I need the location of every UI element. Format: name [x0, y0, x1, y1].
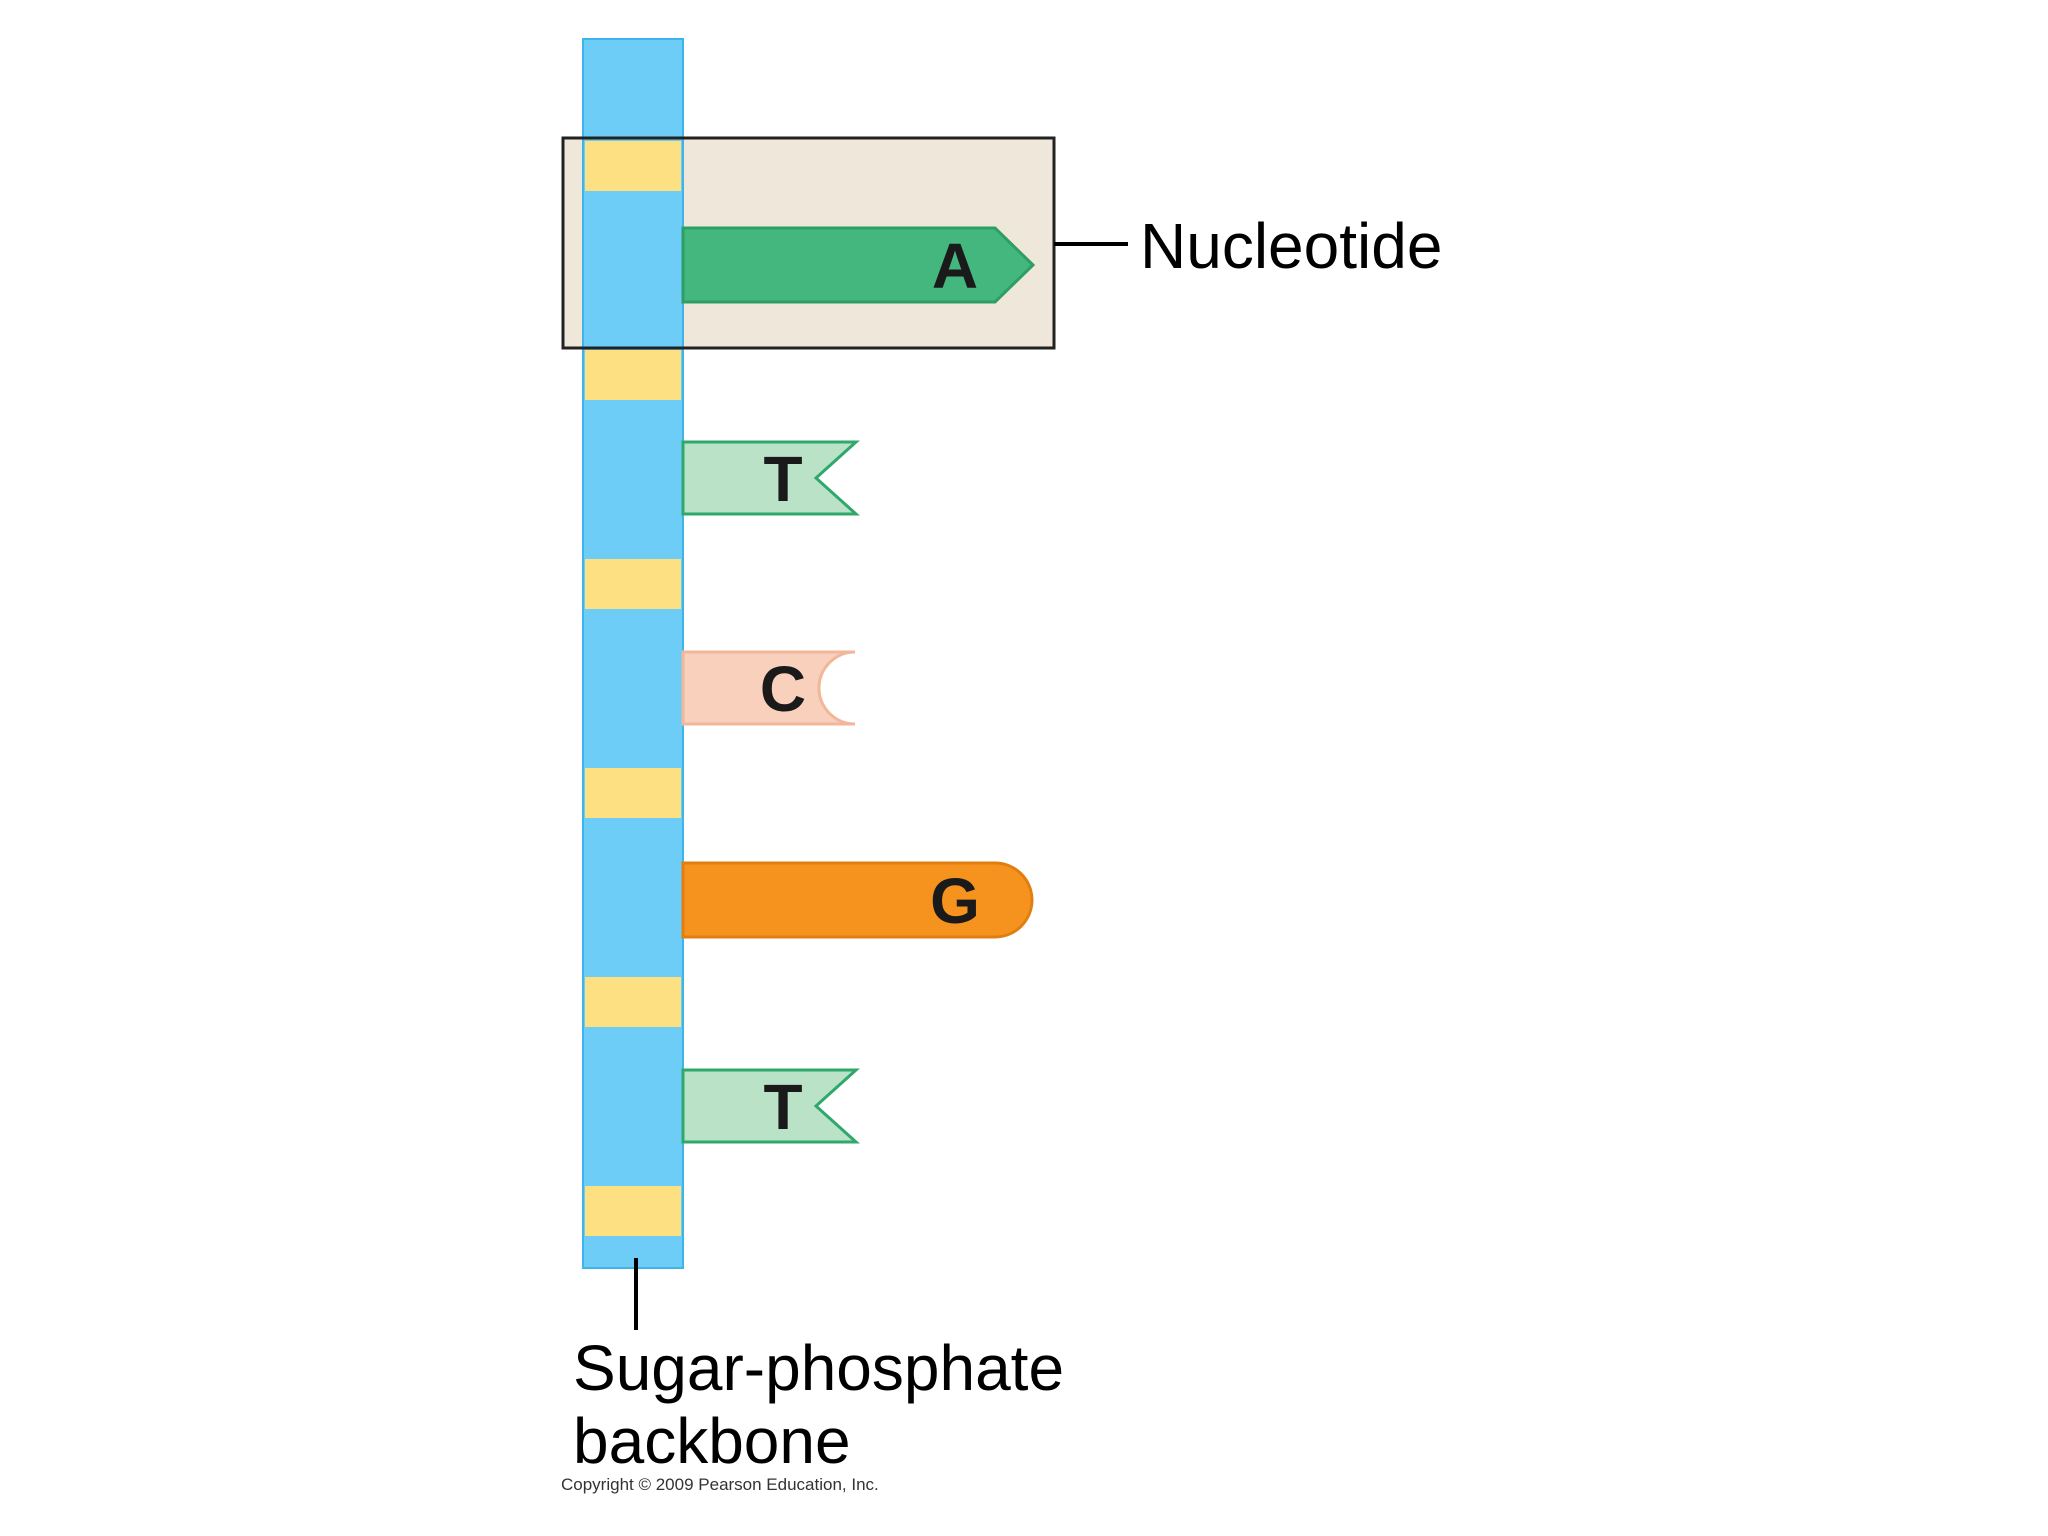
base-letter: A [932, 230, 978, 302]
sugar-segment [585, 1186, 681, 1236]
sugar-segment [585, 977, 681, 1027]
base-g: G [681, 861, 1034, 939]
base-shape [681, 440, 860, 516]
base-letter: T [763, 443, 802, 515]
base-letter: G [930, 865, 980, 937]
base-shape [681, 1068, 860, 1144]
sugar-segment [585, 559, 681, 609]
base-t: T [681, 440, 860, 516]
sugar-segment [585, 350, 681, 400]
bases-group: A T C G T [681, 226, 1036, 1144]
sugar-segment [585, 768, 681, 818]
base-c: C [681, 650, 856, 726]
sugar-segment [585, 141, 681, 191]
base-shape [681, 650, 856, 726]
backbone-label-line2: backbone [573, 1405, 851, 1477]
sugar-segments [585, 141, 681, 1236]
backbone-label-line1: Sugar-phosphate [573, 1332, 1064, 1404]
base-a: A [681, 226, 1036, 304]
base-t: T [681, 1068, 860, 1144]
base-letter: T [763, 1071, 802, 1143]
backbone-strand [582, 38, 684, 1269]
base-shape [681, 226, 1036, 304]
nucleotide-label: Nucleotide [1140, 210, 1442, 282]
base-letter: C [760, 653, 806, 725]
copyright-notice: Copyright © 2009 Pearson Education, Inc. [561, 1475, 879, 1494]
base-shape [681, 861, 1034, 939]
sugar-phosphate-backbone [582, 38, 684, 1269]
